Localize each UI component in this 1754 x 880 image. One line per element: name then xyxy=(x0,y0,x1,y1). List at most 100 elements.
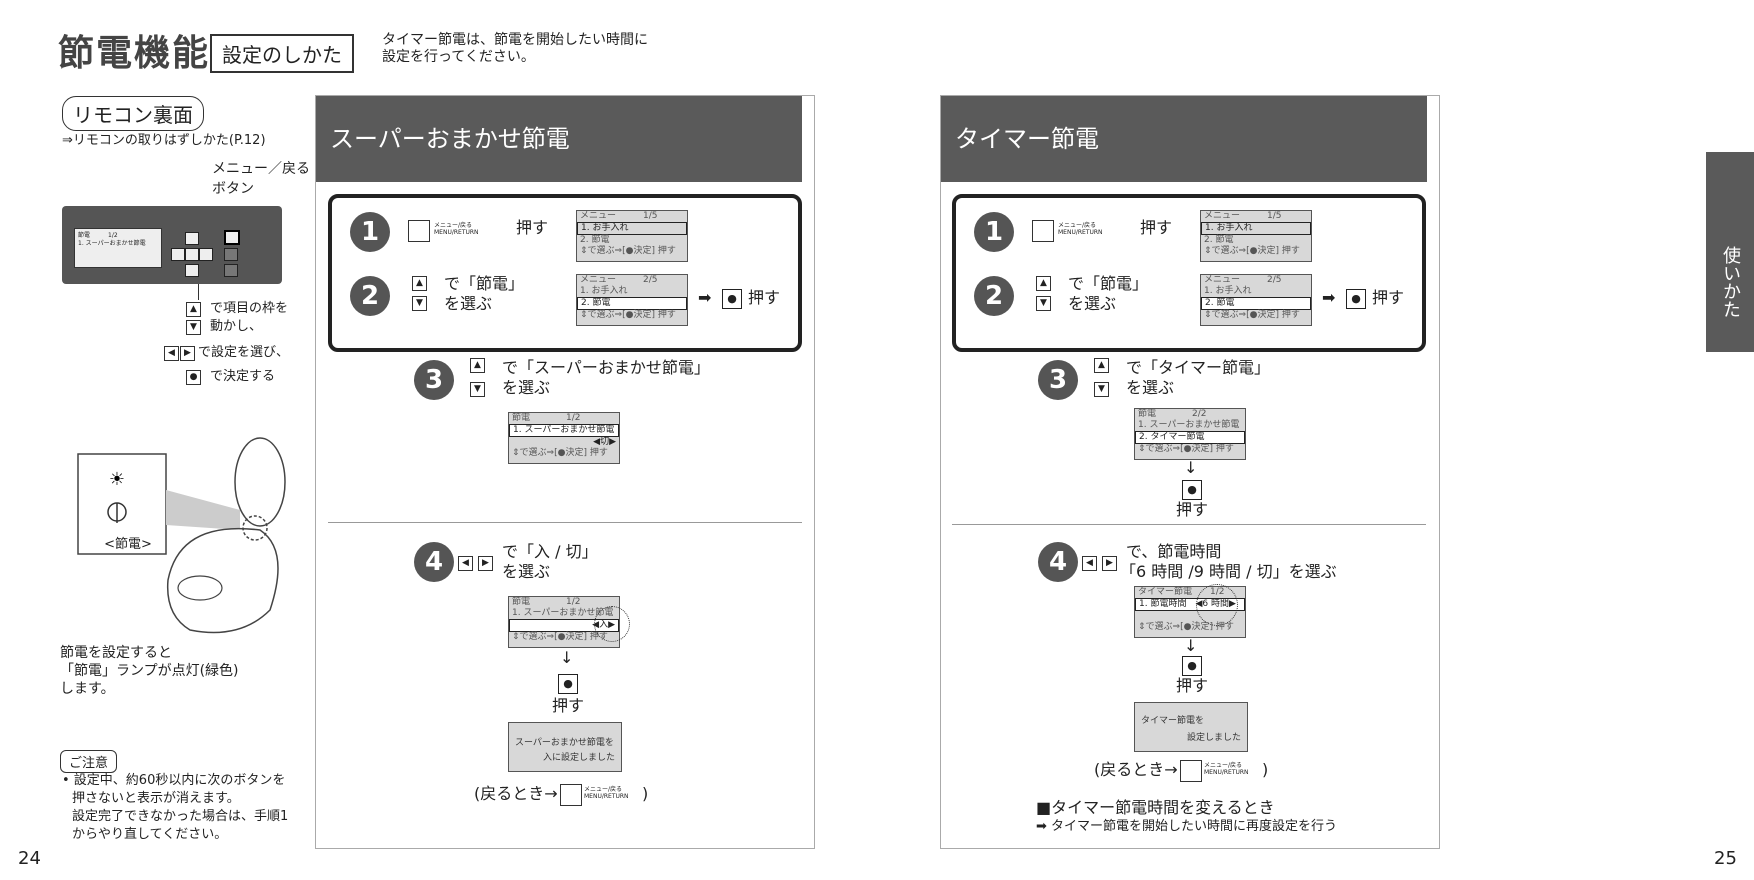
panel2-divider xyxy=(952,524,1426,525)
panel2-return-button-label: メニュー/戻る MENU/RETURN xyxy=(1204,762,1249,776)
panel1-menu-button-label: メニュー/戻る MENU/RETURN xyxy=(434,222,479,236)
panel1-lcd3-line4: ⇕で選ぶ⇒[●決定] 押す xyxy=(512,448,608,458)
instruction-line3: で設定を選び、 xyxy=(198,345,290,360)
panel2-title: タイマー節電 xyxy=(941,96,1427,182)
panel1-step2-up-icon: ▲ xyxy=(412,276,427,291)
panel2-step3-text2: を選ぶ xyxy=(1126,378,1175,397)
panel2-lcd4-line4: ⇕で選ぶ⇒[●決定] 押す xyxy=(1138,622,1234,632)
note-line4: からやり直してください。 xyxy=(72,827,228,842)
page-title: 節電機能 xyxy=(58,33,211,74)
remote-screen-line2: 1. スーパーおまかせ節電 xyxy=(78,240,146,247)
panel1-return-button-icon xyxy=(560,784,582,806)
remote-screen-line1: 節電 1/2 xyxy=(78,232,118,239)
panel2-step3-text1: で「タイマー節電」 xyxy=(1126,358,1271,377)
panel1-step4-ok-icon: ● xyxy=(558,674,578,694)
panel1-step3-number: 3 xyxy=(414,360,454,400)
panel1-step4-right-icon: ▶ xyxy=(478,556,493,571)
panel2-menu-button-label: メニュー/戻る MENU/RETURN xyxy=(1058,222,1103,236)
panel2-step2-up-icon: ▲ xyxy=(1036,276,1051,291)
panel2-lcd2-line1: メニュー 2/5 xyxy=(1204,275,1282,285)
panel2-highlight-circle xyxy=(1196,584,1238,626)
panel2-result-message: タイマー節電を 設定しました xyxy=(1134,702,1248,752)
panel1-step1-text: 押す xyxy=(516,218,549,237)
up-arrow-icon: ▲ xyxy=(186,302,201,317)
panel2-lcd3-line4: ⇕で選ぶ⇒[●決定] 押す xyxy=(1138,444,1234,454)
panel2-step2-text2: を選ぶ xyxy=(1068,294,1117,313)
remote-control-illustration: 節電 1/2 1. スーパーおまかせ節電 xyxy=(62,206,282,284)
ok-key-icon xyxy=(185,248,199,261)
pointer-line xyxy=(198,284,199,300)
panel1-step4-left-icon: ◀ xyxy=(458,556,473,571)
panel2-step1-text: 押す xyxy=(1140,218,1173,237)
header-desc-line1: タイマー節電は、節電を開始したい時間に xyxy=(382,32,648,48)
panel1-lcd3: 節電 1/2 1. スーパーおまかせ節電 ◀切▶ ⇕で選ぶ⇒[●決定] 押す xyxy=(508,412,620,464)
lamp-text-line3: します。 xyxy=(60,681,115,697)
panel1-return-button-label: メニュー/戻る MENU/RETURN xyxy=(584,786,629,800)
panel2-step4-left-icon: ◀ xyxy=(1082,556,1097,571)
panel2-lcd2-line3: 2. 節電 xyxy=(1201,297,1311,310)
panel1-divider xyxy=(328,522,802,523)
panel1-step2-push: 押す xyxy=(748,288,781,307)
right-arrow-icon: ▶ xyxy=(180,346,195,361)
note-line1: • 設定中、約60秒以内に次のボタンを xyxy=(62,773,286,788)
panel1-step3-text2: を選ぶ xyxy=(502,378,551,397)
panel1-step4-text2: を選ぶ xyxy=(502,562,551,581)
panel1-lcd1-line4: ⇕で選ぶ⇒[●決定] 押す xyxy=(580,246,676,256)
instruction-line4: で決定する xyxy=(210,369,276,384)
panel1-return-end: ) xyxy=(642,784,649,803)
panel1-menu-button-icon xyxy=(408,220,430,242)
panel2-step4-text1: で、節電時間 xyxy=(1126,542,1222,561)
panel2-step4-right-icon: ▶ xyxy=(1102,556,1117,571)
panel2-lcd2-line2: 1. お手入れ xyxy=(1204,286,1252,296)
side-tab-usage: 使いかた xyxy=(1706,152,1754,352)
panel2-lcd3: 節電 2/2 1. スーパーおまかせ節電 2. タイマー節電 ⇕で選ぶ⇒[●決定… xyxy=(1134,408,1246,460)
panel2-lcd1-line1: メニュー 1/5 xyxy=(1204,211,1282,221)
panel1-lcd3-line2: 1. スーパーおまかせ節電 xyxy=(509,424,619,437)
panel2-step3-down-icon: ▼ xyxy=(1094,382,1109,397)
panel2-lcd3-line3: 2. タイマー節電 xyxy=(1135,431,1245,444)
panel1-lcd2: メニュー 2/5 1. お手入れ 2. 節電 ⇕で選ぶ⇒[●決定] 押す xyxy=(576,274,688,326)
panel1-title: スーパーおまかせ節電 xyxy=(316,96,802,182)
panel2-lcd3-line2: 1. スーパーおまかせ節電 xyxy=(1138,420,1240,430)
panel2-return-button-icon xyxy=(1180,760,1202,782)
panel2-step4-number: 4 xyxy=(1038,542,1078,582)
panel1-lcd3-line3: ◀切▶ xyxy=(593,437,616,447)
panel1-step4-push: 押す xyxy=(552,696,585,715)
lamp-label: <節電> xyxy=(104,537,152,552)
panel2-lcd3-line1: 節電 2/2 xyxy=(1138,409,1207,419)
panel1-lcd2-line3: 2. 節電 xyxy=(577,297,687,310)
section-subtitle: 設定のしかた xyxy=(210,34,354,73)
panel2-menu-button-icon xyxy=(1032,220,1054,242)
left-arrow-icon: ◀ xyxy=(164,346,179,361)
panel1-step2-down-icon: ▼ xyxy=(412,296,427,311)
panel2-lcd4-line1: タイマー節電 1/2 xyxy=(1138,587,1225,597)
panel2-lcd1-line2: 1. お手入れ xyxy=(1201,222,1311,235)
panel2-step3-push: 押す xyxy=(1176,500,1209,519)
panel2-change-text: ➡ タイマー節電を開始したい時間に再度設定を行う xyxy=(1036,819,1338,834)
down-arrow-icon: ▼ xyxy=(186,320,201,335)
up-key-icon xyxy=(185,232,199,245)
page-number-left: 24 xyxy=(18,848,41,869)
panel2-return-end: ) xyxy=(1262,760,1269,779)
right-key-icon xyxy=(199,248,213,261)
panel2-change-title: ■タイマー節電時間を変えるとき xyxy=(1036,798,1275,817)
panel1-lcd1-line2: 1. お手入れ xyxy=(577,222,687,235)
panel1-msg-line1: スーパーおまかせ節電を xyxy=(515,738,614,748)
panel2-step4-down-arrow-icon: ↓ xyxy=(1184,636,1198,655)
panel1-lcd1-line1: メニュー 1/5 xyxy=(580,211,658,221)
panel1-down-arrow-icon: ↓ xyxy=(560,648,574,667)
remocon-label: リモコン裏面 xyxy=(62,96,204,131)
panel1-step2-text1: で「節電」 xyxy=(444,274,525,293)
header-description: タイマー節電は、節電を開始したい時間に 設定を行ってください。 xyxy=(382,32,648,66)
panel2-step3-number: 3 xyxy=(1038,360,1078,400)
panel1-lcd1: メニュー 1/5 1. お手入れ 2. 節電 ⇕で選ぶ⇒[●決定] 押す xyxy=(576,210,688,262)
panel2-lcd2: メニュー 2/5 1. お手入れ 2. 節電 ⇕で選ぶ⇒[●決定] 押す xyxy=(1200,274,1312,326)
panel1-lcd2-line4: ⇕で選ぶ⇒[●決定] 押す xyxy=(580,310,676,320)
panel2-step3-up-icon: ▲ xyxy=(1094,358,1109,373)
panel2-lcd1-line3: 2. 節電 xyxy=(1204,235,1234,245)
panel2-step4-text2: 「6 時間 /9 時間 / 切」を選ぶ xyxy=(1120,562,1337,581)
panel1-return-text: (戻るとき→ xyxy=(474,784,558,803)
panel2-step2-number: 2 xyxy=(974,276,1014,316)
panel2-msg-line2: 設定しました xyxy=(1186,733,1241,743)
ok-button-icon: ● xyxy=(186,370,201,385)
